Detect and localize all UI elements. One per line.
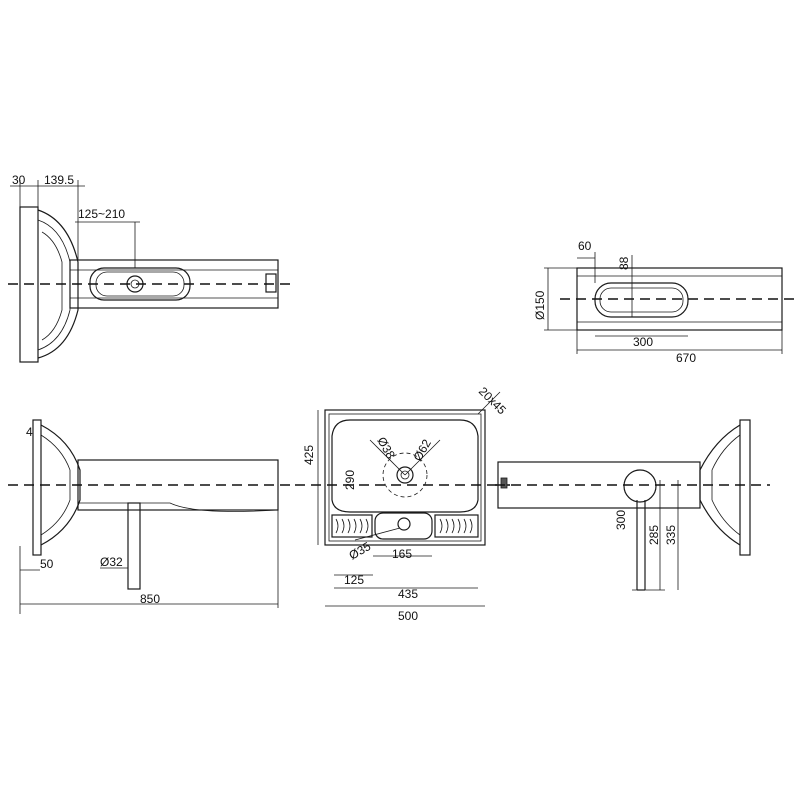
right-side-view [495, 419, 770, 591]
dim-right-h1: 300 [614, 510, 628, 530]
dim-basin-inner-depth: 290 [343, 470, 357, 490]
dim-top-small: 4 [26, 425, 33, 439]
dim-tube-total-length: 670 [676, 351, 696, 365]
dim-wall-thickness: 30 [12, 173, 26, 187]
dim-bottom-offset: 50 [40, 557, 54, 571]
dim-drain: Ø35 [347, 539, 374, 563]
dim-tube-diameter: Ø150 [533, 290, 547, 320]
dim-slot-length: 300 [633, 335, 653, 349]
basin-view [295, 391, 510, 607]
dim-slot-height: 88 [617, 256, 631, 270]
dim-offset: 139.5 [44, 173, 74, 187]
dim-side-total-length: 850 [140, 592, 160, 606]
dim-basin-inner-width: 435 [398, 587, 418, 601]
dim-basin-height: 425 [302, 445, 316, 465]
dim-pipe-diameter: Ø32 [100, 555, 123, 569]
dim-drain-offset: 165 [392, 547, 412, 561]
dim-basin-outer-width: 500 [398, 609, 418, 623]
tube-view [544, 252, 795, 354]
side-view [8, 419, 295, 614]
dim-slot-width: 60 [578, 239, 592, 253]
dim-basin-corner: 20x45 [476, 384, 509, 417]
dim-right-h2: 285 [647, 525, 661, 545]
dim-right-h3: 335 [664, 525, 678, 545]
plan-view [8, 180, 295, 363]
dim-adjust-range: 125~210 [78, 207, 125, 221]
dim-tap-hole-2: Ø62 [410, 437, 434, 464]
dim-drain-distance: 125 [344, 573, 364, 587]
